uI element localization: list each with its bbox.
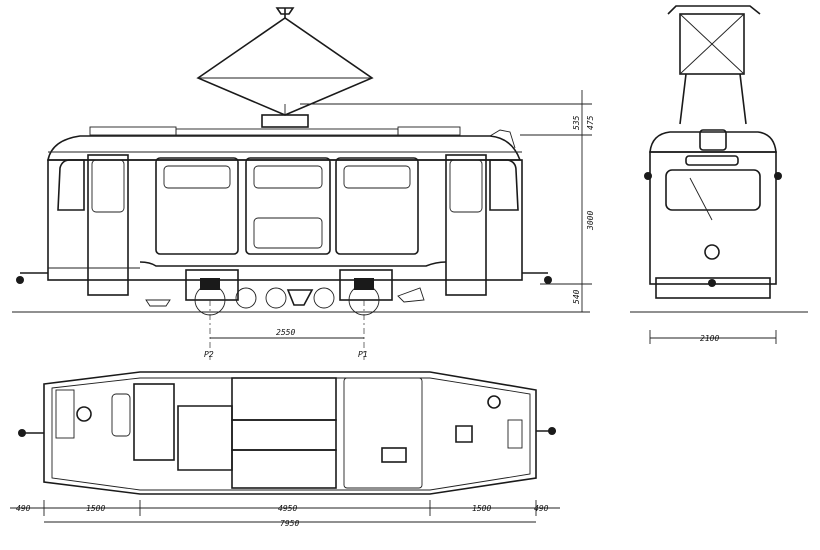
front-pantograph-frame bbox=[679, 13, 745, 75]
side-elevation-view: 535 475 3000 540 2550 P2 P1 bbox=[12, 7, 595, 360]
pantograph-side bbox=[196, 7, 374, 128]
bogie-left bbox=[185, 269, 239, 316]
front-windshield bbox=[665, 169, 761, 211]
front-marker-right bbox=[774, 172, 782, 180]
axle-label-left: P2 bbox=[204, 350, 214, 359]
dim-body-height: 3000 bbox=[586, 211, 595, 231]
left-end-window bbox=[57, 159, 85, 211]
plan-inner-outline bbox=[51, 377, 531, 491]
roof-box-right bbox=[397, 126, 461, 136]
plan-handbrake bbox=[487, 395, 501, 409]
left-rail-brake bbox=[145, 299, 171, 307]
dim-plan-right-overhang: 490 bbox=[534, 504, 549, 513]
dim-plan-left-end: 1500 bbox=[86, 504, 105, 513]
front-headlight bbox=[704, 244, 720, 260]
front-marker-left bbox=[644, 172, 652, 180]
plan-equipment-box bbox=[133, 383, 175, 461]
gear-2 bbox=[265, 287, 287, 309]
dim-pantograph-down: 475 bbox=[586, 115, 595, 130]
plan-resistor-bottom bbox=[231, 449, 337, 489]
plan-resistor-top bbox=[231, 377, 337, 421]
front-pantograph-cross-2 bbox=[679, 13, 745, 75]
plan-right-panel bbox=[507, 419, 523, 449]
bogie-left-motor bbox=[200, 278, 220, 290]
roof-front-hood bbox=[489, 129, 516, 149]
dim-overall-length: 7950 bbox=[280, 519, 299, 528]
dim-floor-height: 540 bbox=[572, 289, 581, 304]
plan-outline bbox=[43, 371, 537, 495]
front-elevation-view: 2100 bbox=[630, 5, 808, 344]
gear-3 bbox=[313, 287, 335, 309]
side-window-1 bbox=[163, 165, 231, 189]
right-coupler-head bbox=[544, 276, 552, 284]
front-headsign-box bbox=[699, 129, 727, 151]
side-window-2-lower bbox=[253, 217, 323, 249]
dim-front-width: 2100 bbox=[700, 334, 719, 343]
underframe-gear bbox=[145, 287, 425, 309]
plan-driver-seat bbox=[455, 425, 473, 443]
plan-left-coupler-head bbox=[18, 429, 26, 437]
roof-center-cover bbox=[175, 128, 399, 136]
plan-compressor bbox=[381, 447, 407, 463]
front-bumper bbox=[655, 277, 771, 299]
axle-label-right: P1 bbox=[358, 350, 368, 359]
side-panel-3 bbox=[335, 157, 419, 255]
bogie-right-frame bbox=[339, 269, 393, 301]
front-destination-panel bbox=[685, 155, 739, 166]
front-wiper bbox=[689, 177, 713, 221]
bogie-right bbox=[339, 269, 393, 316]
front-roof bbox=[649, 131, 777, 153]
plan-view: 490 1500 4950 1500 490 7950 bbox=[10, 371, 560, 528]
left-coupler-head bbox=[16, 276, 24, 284]
side-window-2 bbox=[253, 165, 323, 189]
roof-outline bbox=[47, 135, 522, 161]
right-end-window bbox=[489, 159, 519, 211]
plan-left-cab bbox=[55, 389, 75, 439]
side-skirt bbox=[139, 261, 447, 267]
dim-plan-right-end: 1500 bbox=[472, 504, 491, 513]
plan-duct bbox=[177, 405, 233, 471]
plan-tank bbox=[111, 393, 131, 437]
front-coupler bbox=[708, 279, 716, 287]
front-pantograph-legs bbox=[679, 73, 747, 125]
roof-box-left bbox=[89, 126, 177, 136]
gear-1 bbox=[235, 287, 257, 309]
plan-center-duct bbox=[231, 419, 337, 451]
pantograph-shoe bbox=[275, 7, 295, 15]
dim-plan-middle: 4950 bbox=[278, 504, 297, 513]
dim-bogie-spacing: 2550 bbox=[276, 328, 295, 337]
dim-pantograph-top: 535 bbox=[572, 115, 581, 130]
dim-plan-left-overhang: 490 bbox=[16, 504, 31, 513]
left-door bbox=[87, 154, 129, 296]
bogie-right-motor bbox=[354, 278, 374, 290]
car-body bbox=[47, 159, 523, 281]
right-door-window bbox=[449, 159, 483, 213]
right-door bbox=[445, 154, 487, 296]
bogie-left-frame bbox=[185, 269, 239, 301]
pantograph-base bbox=[261, 114, 309, 128]
pantograph-frame bbox=[196, 17, 374, 116]
plan-passenger-area bbox=[343, 377, 423, 489]
left-door-window bbox=[91, 159, 125, 213]
side-panel-2 bbox=[245, 157, 331, 255]
right-rail-brake bbox=[397, 287, 425, 303]
side-window-3 bbox=[343, 165, 411, 189]
front-pantograph-shoe bbox=[667, 5, 761, 15]
side-panel-1 bbox=[155, 157, 239, 255]
gear-housing bbox=[286, 289, 314, 306]
plan-controller bbox=[76, 406, 92, 422]
plan-right-coupler-head bbox=[548, 427, 556, 435]
